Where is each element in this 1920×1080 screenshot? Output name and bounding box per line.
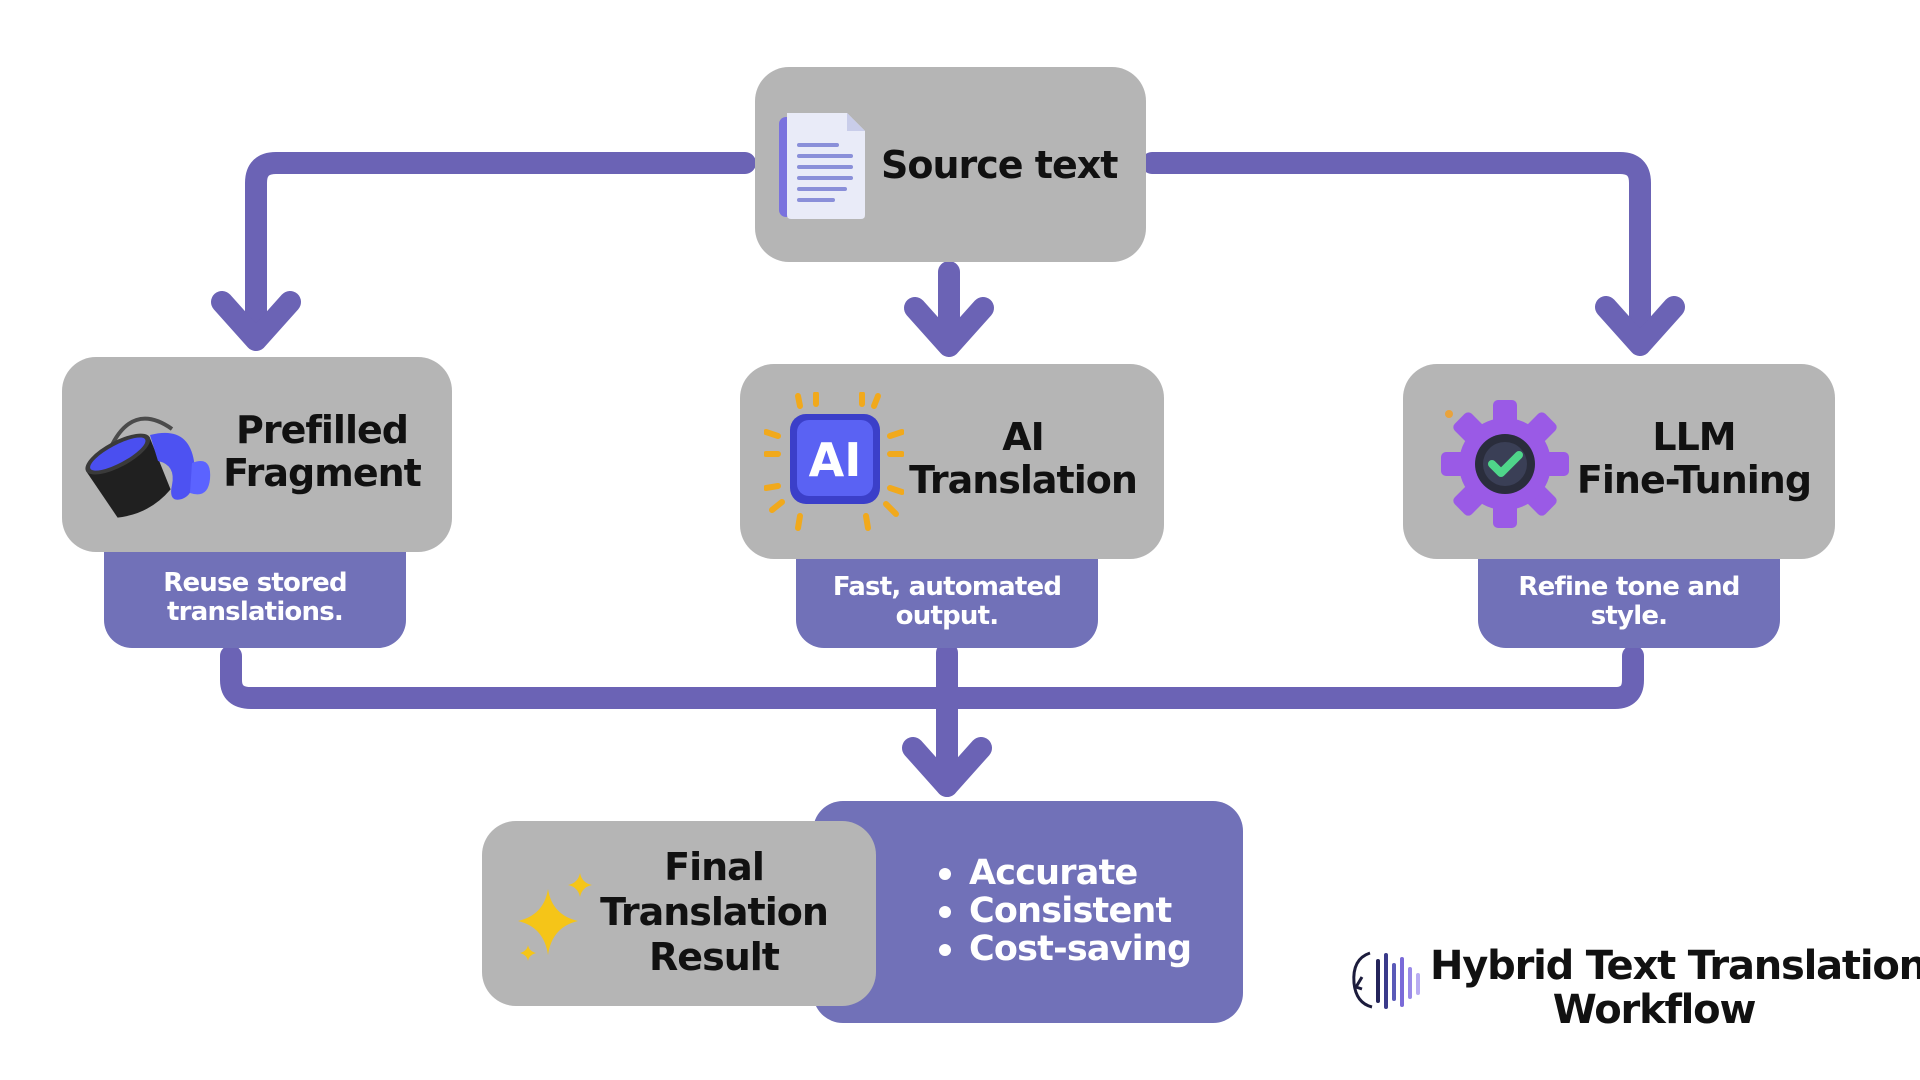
caption-prefilled-line1: Reuse stored: [163, 567, 347, 598]
sparkle-icon: [518, 873, 592, 961]
benefit-item: Accurate: [937, 854, 1191, 892]
arrow-source-to-prefilled: [245, 152, 756, 349]
node-source-text: Source text: [755, 67, 1146, 262]
node-prefilled-title: Prefilled Fragment: [212, 409, 432, 494]
node-llm-title: LLM Fine-Tuning: [1563, 416, 1825, 501]
caption-prefilled: Reuse stored translations.: [104, 548, 406, 648]
arrow-head-result: [902, 737, 992, 797]
ai-chip-icon: AI: [764, 392, 904, 531]
caption-ai-line1: Fast, automated: [832, 571, 1062, 602]
brand-logo-icon: [1352, 951, 1420, 1009]
arrow-source-to-llm: [1141, 152, 1651, 354]
node-ai-title-line1: AI: [1002, 415, 1045, 459]
caption-ai-line2: output.: [895, 601, 999, 631]
merge-bar: [220, 645, 1644, 709]
node-final-title: Final Translation Result: [582, 845, 846, 980]
node-prefilled-fragment: Prefilled Fragment: [62, 357, 452, 552]
node-ai-title: AI Translation: [894, 416, 1152, 501]
node-final-title-line3: Result: [649, 935, 780, 979]
node-llm-title-line1: LLM: [1652, 415, 1736, 459]
node-ai-translation: AI AI Translation: [740, 364, 1164, 559]
footer-title-line2: Workflow: [1552, 987, 1757, 1033]
node-llm-fine-tuning: LLM Fine-Tuning: [1403, 364, 1835, 559]
document-icon: [779, 113, 865, 219]
node-prefilled-title-line1: Prefilled: [236, 408, 409, 452]
footer-title: Hybrid Text Translation Workflow: [1430, 943, 1920, 1033]
node-final-title-line2: Translation: [600, 890, 829, 934]
arrow-head-llm: [1595, 296, 1685, 356]
caption-llm-line2: style.: [1590, 601, 1668, 631]
caption-llm-line1: Refine tone and: [1518, 571, 1740, 602]
paint-bucket-icon: [85, 416, 211, 518]
caption-prefilled-line2: translations.: [167, 597, 344, 627]
node-ai-title-line2: Translation: [909, 457, 1138, 502]
node-llm-title-line2: Fine-Tuning: [1576, 457, 1812, 502]
gear-check-icon: [1441, 400, 1569, 528]
footer-title-line1: Hybrid Text Translation: [1430, 943, 1920, 989]
node-final-result: Final Translation Result: [482, 821, 876, 1006]
caption-ai: Fast, automated output.: [796, 556, 1098, 648]
result-benefits-panel: [813, 801, 1243, 1023]
benefits-list: Accurate Consistent Cost-saving: [937, 854, 1192, 968]
benefit-item: Consistent: [937, 892, 1191, 930]
node-final-title-line1: Final: [664, 845, 765, 889]
ai-chip-label: AI: [809, 433, 862, 487]
arrow-head-prefilled: [211, 291, 301, 351]
benefit-item: Cost-saving: [937, 930, 1192, 968]
node-prefilled-title-line2: Fragment: [223, 450, 422, 495]
node-source-title: Source text: [881, 143, 1118, 187]
caption-llm: Refine tone and style.: [1478, 556, 1780, 648]
arrow-head-ai: [904, 297, 994, 357]
